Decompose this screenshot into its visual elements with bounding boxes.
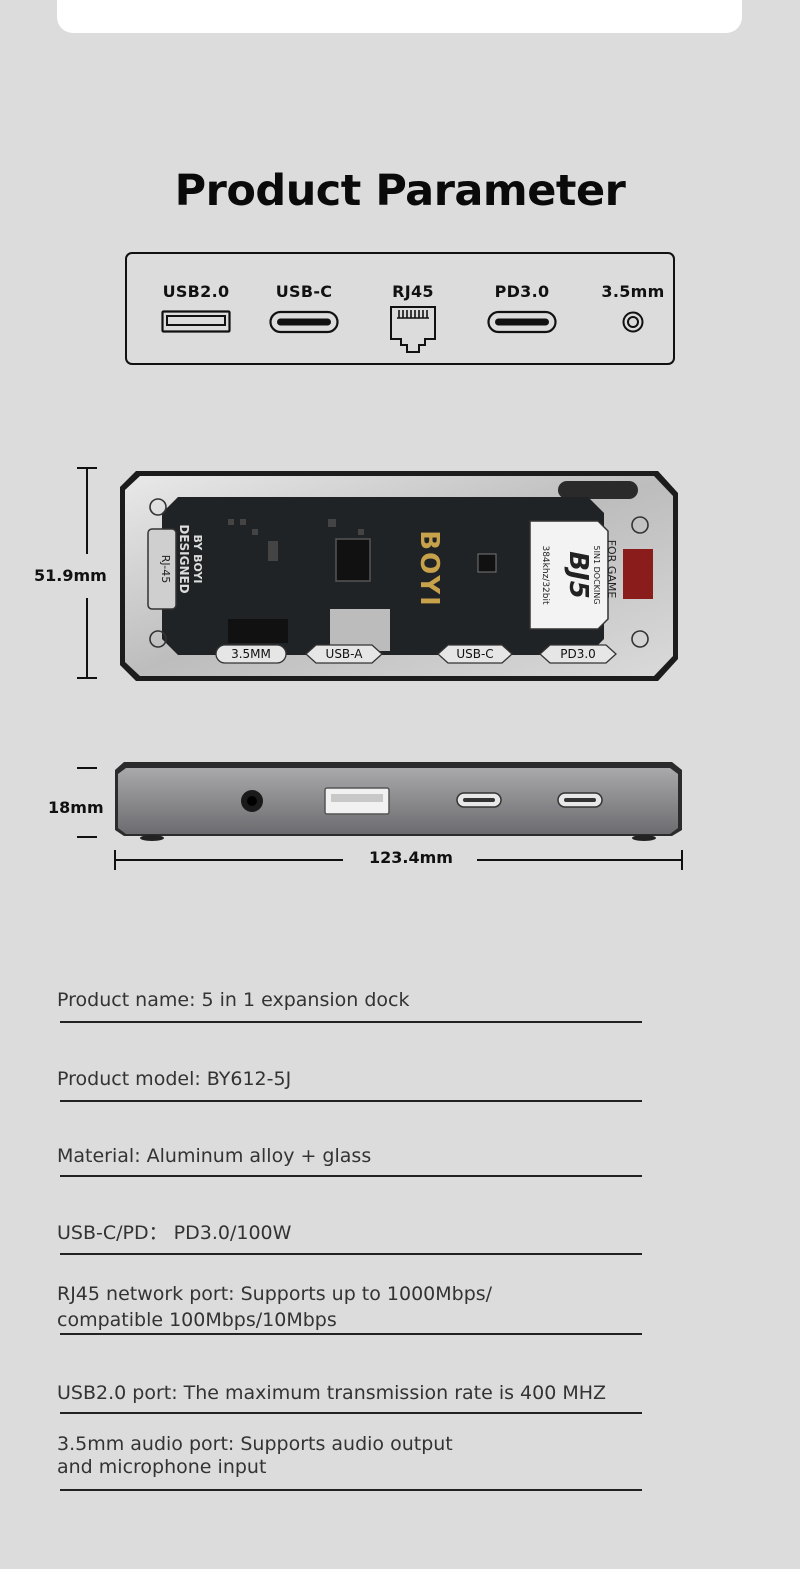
port-label: USB-C — [275, 282, 333, 301]
board-label-by: BY BOYI — [191, 535, 204, 584]
spec-divider — [60, 1253, 642, 1255]
model-mark: BJ5 — [563, 551, 593, 599]
spec-divider — [60, 1489, 642, 1491]
port-label: RJ45 — [392, 282, 434, 301]
port-audio: 3.5mm — [583, 282, 683, 335]
dock-top-view: RJ-45 DESIGNED BY BOYI BOYI 384khz/32bit… — [120, 471, 678, 681]
spec-item: RJ45 network port: Supports up to 1000Mb… — [57, 1281, 647, 1335]
dock-side-view — [115, 762, 682, 841]
length-dimension-line — [114, 850, 683, 870]
length-label: 123.4mm — [369, 848, 453, 867]
port-label: USB2.0 — [162, 282, 230, 301]
spec-divider — [60, 1175, 642, 1177]
usb-c-port-icon — [487, 310, 557, 334]
port-rj45: RJ45 — [363, 282, 463, 355]
spec-divider — [60, 1100, 642, 1102]
board-label-audio: 3.5MM — [231, 647, 271, 661]
usb-c-port-icon — [269, 310, 339, 334]
spec-item: Product model: BY612-5J — [57, 1066, 647, 1102]
spec-item: Material: Aluminum alloy + glass — [57, 1143, 647, 1177]
board-label-usb-c: USB-C — [456, 647, 493, 661]
spec-divider — [60, 1333, 642, 1335]
thickness-dimension-line — [77, 767, 97, 838]
spec-text: USB-C/PD： PD3.0/100W — [57, 1222, 292, 1244]
height-dimension-line — [77, 467, 97, 679]
page-title: Product Parameter — [174, 166, 626, 216]
spec-text: RJ45 network port: Supports up to 1000Mb… — [57, 1283, 493, 1331]
spec-item: Product name: 5 in 1 expansion dock — [57, 987, 647, 1023]
spec-text: Product model: BY612-5J — [57, 1068, 292, 1090]
board-label-for-game: FOR GAME — [605, 540, 618, 599]
spec-text: Product name: 5 in 1 expansion dock — [57, 989, 410, 1011]
ports-legend: USB2.0 USB-C RJ45 PD3.0 — [125, 252, 675, 365]
spec-item: 3.5mm audio port: Supports audio output … — [57, 1433, 647, 1491]
spec-text: 3.5mm audio port: Supports audio output … — [57, 1433, 453, 1478]
port-label: PD3.0 — [494, 282, 550, 301]
spec-text: USB2.0 port: The maximum transmission ra… — [57, 1382, 607, 1404]
rj45-port-icon — [390, 306, 436, 353]
spec-divider — [60, 1412, 642, 1414]
audio-jack-icon — [622, 311, 644, 333]
spec-item: USB-C/PD： PD3.0/100W — [57, 1220, 647, 1255]
board-label-pd: PD3.0 — [560, 647, 596, 661]
board-label-audio-spec: 384khz/32bit — [540, 545, 550, 605]
port-pd: PD3.0 — [472, 282, 572, 335]
spec-divider — [60, 1021, 642, 1023]
board-label-rj45: RJ-45 — [159, 555, 172, 583]
usb-a-port-icon — [161, 310, 231, 333]
thickness-label: 18mm — [48, 798, 104, 817]
port-label: 3.5mm — [601, 282, 665, 301]
top-card — [57, 0, 742, 33]
board-label-designed: DESIGNED — [177, 524, 191, 593]
spec-item: USB2.0 port: The maximum transmission ra… — [57, 1380, 647, 1414]
board-label-docking: 5IN1 DOCKING — [592, 546, 601, 605]
height-label: 51.9mm — [34, 566, 107, 585]
port-usb-c: USB-C — [254, 282, 354, 335]
port-usb2: USB2.0 — [146, 282, 246, 335]
spec-text: Material: Aluminum alloy + glass — [57, 1145, 372, 1167]
board-label-usb-a: USB-A — [326, 647, 364, 661]
brand-logo: BOYI — [414, 530, 444, 608]
